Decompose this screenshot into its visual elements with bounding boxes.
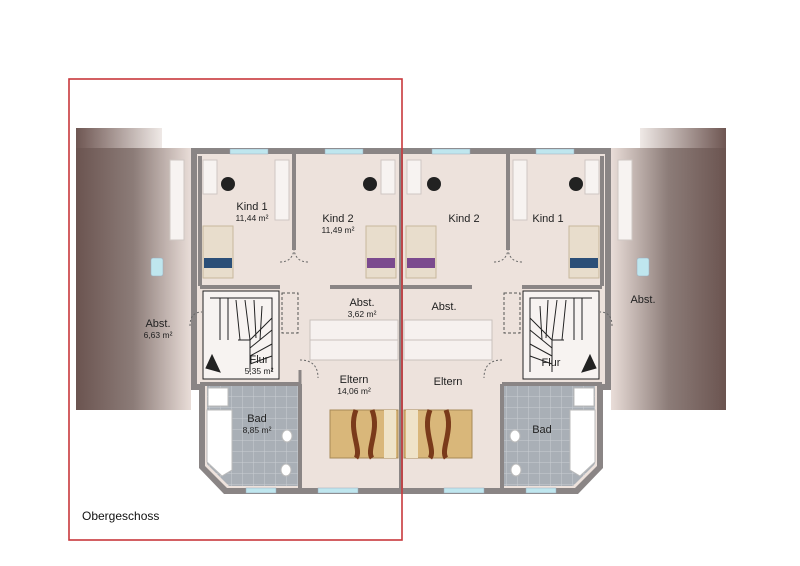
closets xyxy=(281,292,521,334)
room-bad-left: Bad 8,85 m² xyxy=(243,413,272,435)
room-name: Abst. xyxy=(145,318,171,330)
room-area: 6,63 m² xyxy=(143,329,173,340)
center-shelves xyxy=(309,319,493,361)
interior-walls xyxy=(198,150,604,490)
room-name: Kind 1 xyxy=(532,213,564,225)
staircase-right xyxy=(522,290,600,380)
room-flur-left: Flur 5,35 m² xyxy=(245,354,274,376)
room-kind2-right: Kind 2 xyxy=(448,213,479,226)
room-name: Kind 2 xyxy=(448,213,480,225)
floor-label: Obergeschoss xyxy=(82,509,160,523)
highlight-frame xyxy=(68,78,403,541)
room-name: Bad xyxy=(532,424,552,436)
room-abst-center-left: Abst. 3,62 m² xyxy=(348,297,377,319)
room-abst-center-right: Abst. xyxy=(431,301,456,314)
room-kind2-left: Kind 2 11,49 m² xyxy=(322,213,355,235)
double-bed-right xyxy=(403,409,473,460)
kid-beds xyxy=(202,225,600,279)
room-abst-right: Abst. xyxy=(630,294,655,307)
bathroom-right xyxy=(504,386,596,486)
room-name: Abst. xyxy=(630,294,656,306)
room-area: 14,06 m² xyxy=(337,385,371,396)
room-name: Bad xyxy=(247,413,267,425)
room-kind1-left: Kind 1 11,44 m² xyxy=(236,201,269,223)
room-name: Abst. xyxy=(431,301,457,313)
room-name: Eltern xyxy=(339,374,369,386)
staircase-left xyxy=(202,290,280,380)
room-eltern-left: Eltern 14,06 m² xyxy=(337,374,371,396)
room-name: Flur xyxy=(249,354,269,366)
room-name: Flur xyxy=(541,357,561,369)
double-bed-left xyxy=(329,409,399,460)
room-abst-left: Abst. 6,63 m² xyxy=(144,318,173,340)
room-area: 3,62 m² xyxy=(347,308,377,319)
room-area: 8,85 m² xyxy=(242,424,272,435)
room-area: 11,44 m² xyxy=(235,212,269,223)
bathroom-left xyxy=(206,386,298,486)
room-flur-right: Flur xyxy=(542,357,561,370)
room-area: 5,35 m² xyxy=(244,365,274,376)
room-bad-right: Bad xyxy=(532,424,552,437)
desks xyxy=(169,159,633,241)
room-name: Eltern xyxy=(433,376,463,388)
door-swings xyxy=(189,249,613,379)
room-name: Abst. xyxy=(349,297,375,309)
room-name: Kind 2 xyxy=(322,213,354,225)
office-chairs xyxy=(221,177,583,191)
room-kind1-right: Kind 1 xyxy=(532,213,563,226)
room-area: 11,49 m² xyxy=(321,224,355,235)
room-name: Kind 1 xyxy=(236,201,268,213)
windows xyxy=(150,148,650,494)
room-eltern-right: Eltern xyxy=(434,376,463,389)
